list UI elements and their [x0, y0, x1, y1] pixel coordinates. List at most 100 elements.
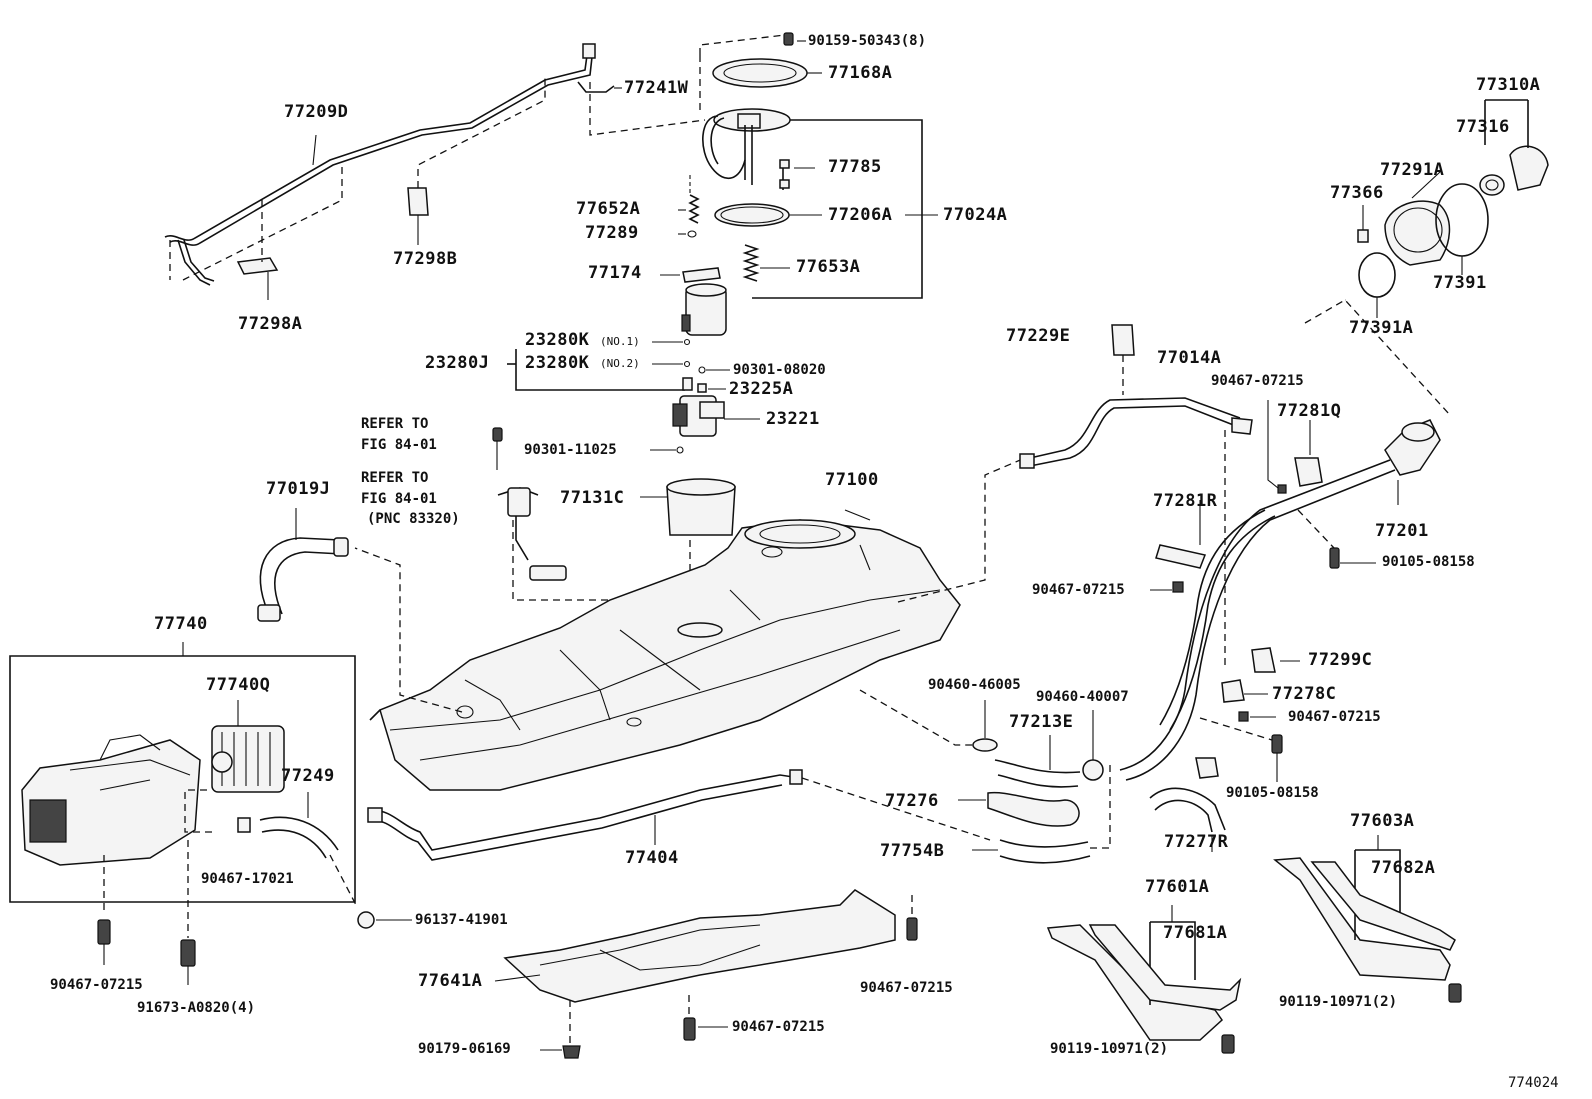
label-90467-07215-filler[interactable]: 90467-07215 — [1032, 582, 1125, 598]
label-refer-2-line3: (PNC 83320) — [367, 511, 460, 527]
label-77278C[interactable]: 77278C — [1272, 684, 1337, 704]
label-77168A[interactable]: 77168A — [828, 63, 893, 83]
label-90105-08158-upper[interactable]: 90105-08158 — [1382, 554, 1475, 570]
clamp-77229E — [1112, 325, 1134, 395]
label-77201[interactable]: 77201 — [1375, 521, 1429, 541]
label-77229E[interactable]: 77229E — [1006, 326, 1071, 346]
label-77754B[interactable]: 77754B — [880, 841, 945, 861]
label-77298B[interactable]: 77298B — [393, 249, 458, 269]
filter-77740Q — [212, 700, 284, 792]
label-23280K-no2[interactable]: 23280K — [525, 353, 590, 373]
label-77603A[interactable]: 77603A — [1350, 811, 1415, 831]
label-23225A[interactable]: 23225A — [729, 379, 794, 399]
canister — [22, 735, 200, 865]
label-77213E[interactable]: 77213E — [1009, 712, 1074, 732]
label-77014A[interactable]: 77014A — [1157, 348, 1222, 368]
vent-pipe-77014A — [1020, 398, 1252, 468]
hose-77213E — [995, 735, 1080, 787]
label-refer-2-line2[interactable]: FIG 84-01 — [361, 491, 437, 507]
gasket-77316 — [1480, 175, 1504, 195]
label-90119-10971-left[interactable]: 90119-10971(2) — [1050, 1041, 1169, 1057]
label-77316[interactable]: 77316 — [1456, 117, 1510, 137]
label-77682A[interactable]: 77682A — [1371, 858, 1436, 878]
label-77641A[interactable]: 77641A — [418, 971, 483, 991]
fuel-pipe-77209D — [165, 44, 595, 285]
label-90460-40007[interactable]: 90460-40007 — [1036, 689, 1129, 705]
bolt-90467-07215-c — [684, 995, 728, 1040]
label-77601A[interactable]: 77601A — [1145, 877, 1210, 897]
label-77289[interactable]: 77289 — [585, 223, 639, 243]
strap-77681A — [1090, 925, 1240, 1010]
label-96137-41901[interactable]: 96137-41901 — [415, 912, 508, 928]
label-90467-07215-vent[interactable]: 90467-07215 — [1211, 373, 1304, 389]
plug-77366 — [1358, 230, 1368, 242]
clamp-90460-46005 — [973, 700, 997, 751]
label-77174[interactable]: 77174 — [588, 263, 642, 283]
label-90119-10971-right[interactable]: 90119-10971(2) — [1279, 994, 1398, 1010]
bolt-90179 — [540, 1000, 580, 1058]
clip-90467-17021 — [238, 818, 250, 832]
strap-77603A — [1275, 835, 1461, 1002]
label-77249[interactable]: 77249 — [281, 766, 335, 786]
ring-77289 — [688, 231, 696, 237]
label-77100[interactable]: 77100 — [825, 470, 879, 490]
label-90467-07215-bottom[interactable]: 90467-07215 — [732, 1019, 825, 1035]
label-77281Q[interactable]: 77281Q — [1277, 401, 1342, 421]
label-77391[interactable]: 77391 — [1433, 273, 1487, 293]
label-90179-06169[interactable]: 90179-06169 — [418, 1041, 511, 1057]
label-77281R[interactable]: 77281R — [1153, 491, 1218, 511]
label-23280J[interactable]: 23280J — [425, 353, 490, 373]
label-77241W[interactable]: 77241W — [624, 78, 689, 98]
ring-90301-11025 — [677, 447, 683, 453]
bolt-90467-07215-b — [907, 895, 917, 940]
label-23280K-no1[interactable]: 23280K — [525, 330, 590, 350]
fuel-tank-77100 — [370, 510, 960, 790]
label-77206A[interactable]: 77206A — [828, 205, 893, 225]
sensor-77785 — [780, 160, 815, 190]
label-77652A[interactable]: 77652A — [576, 199, 641, 219]
label-90301-08020[interactable]: 90301-08020 — [733, 362, 826, 378]
label-90467-07215-canister[interactable]: 90467-07215 — [50, 977, 143, 993]
spring-77653A — [745, 245, 790, 281]
label-77391A[interactable]: 77391A — [1349, 318, 1414, 338]
bolt-90105-08158-b — [1200, 718, 1282, 782]
label-77276[interactable]: 77276 — [885, 791, 939, 811]
label-77299C[interactable]: 77299C — [1308, 650, 1373, 670]
label-77681A[interactable]: 77681A — [1163, 923, 1228, 943]
label-90467-07215-protector[interactable]: 90467-07215 — [860, 980, 953, 996]
label-91673-A0820[interactable]: 91673-A0820(4) — [137, 1000, 256, 1016]
label-77019J[interactable]: 77019J — [266, 479, 331, 499]
pump-flange — [703, 109, 922, 298]
clamp-77299C — [1252, 648, 1300, 672]
label-90159-50343[interactable]: 90159-50343(8) — [808, 33, 927, 49]
bolt-90105-08158-a — [1298, 510, 1376, 568]
label-77740Q[interactable]: 77740Q — [206, 675, 271, 695]
pump-23221 — [673, 396, 760, 436]
label-refer-1-line2[interactable]: FIG 84-01 — [361, 437, 437, 453]
label-77131C[interactable]: 77131C — [560, 488, 625, 508]
spring-77652A — [678, 175, 698, 223]
label-77740[interactable]: 77740 — [154, 614, 208, 634]
label-23221[interactable]: 23221 — [766, 409, 820, 429]
label-77404[interactable]: 77404 — [625, 848, 679, 868]
label-77310A[interactable]: 77310A — [1476, 75, 1541, 95]
label-90467-07215-neck[interactable]: 90467-07215 — [1288, 709, 1381, 725]
clip-77281Q — [1295, 420, 1322, 486]
label-90467-17021[interactable]: 90467-17021 — [201, 871, 294, 887]
label-77291A[interactable]: 77291A — [1380, 160, 1445, 180]
label-90301-11025[interactable]: 90301-11025 — [524, 442, 617, 458]
label-77277R[interactable]: 77277R — [1164, 832, 1229, 852]
label-77653A[interactable]: 77653A — [796, 257, 861, 277]
cup-77131C — [640, 479, 735, 640]
label-77209D[interactable]: 77209D — [284, 102, 349, 122]
label-90460-46005[interactable]: 90460-46005 — [928, 677, 1021, 693]
bolt-90159 — [784, 33, 806, 45]
clip-90467-07215-f — [1239, 712, 1276, 721]
label-77785[interactable]: 77785 — [828, 157, 882, 177]
neck-77291A — [1385, 172, 1449, 265]
label-90105-08158-lower[interactable]: 90105-08158 — [1226, 785, 1319, 801]
label-77024A[interactable]: 77024A — [943, 205, 1008, 225]
label-77366[interactable]: 77366 — [1330, 183, 1384, 203]
label-77298A[interactable]: 77298A — [238, 314, 303, 334]
bolt-refer — [493, 428, 502, 470]
